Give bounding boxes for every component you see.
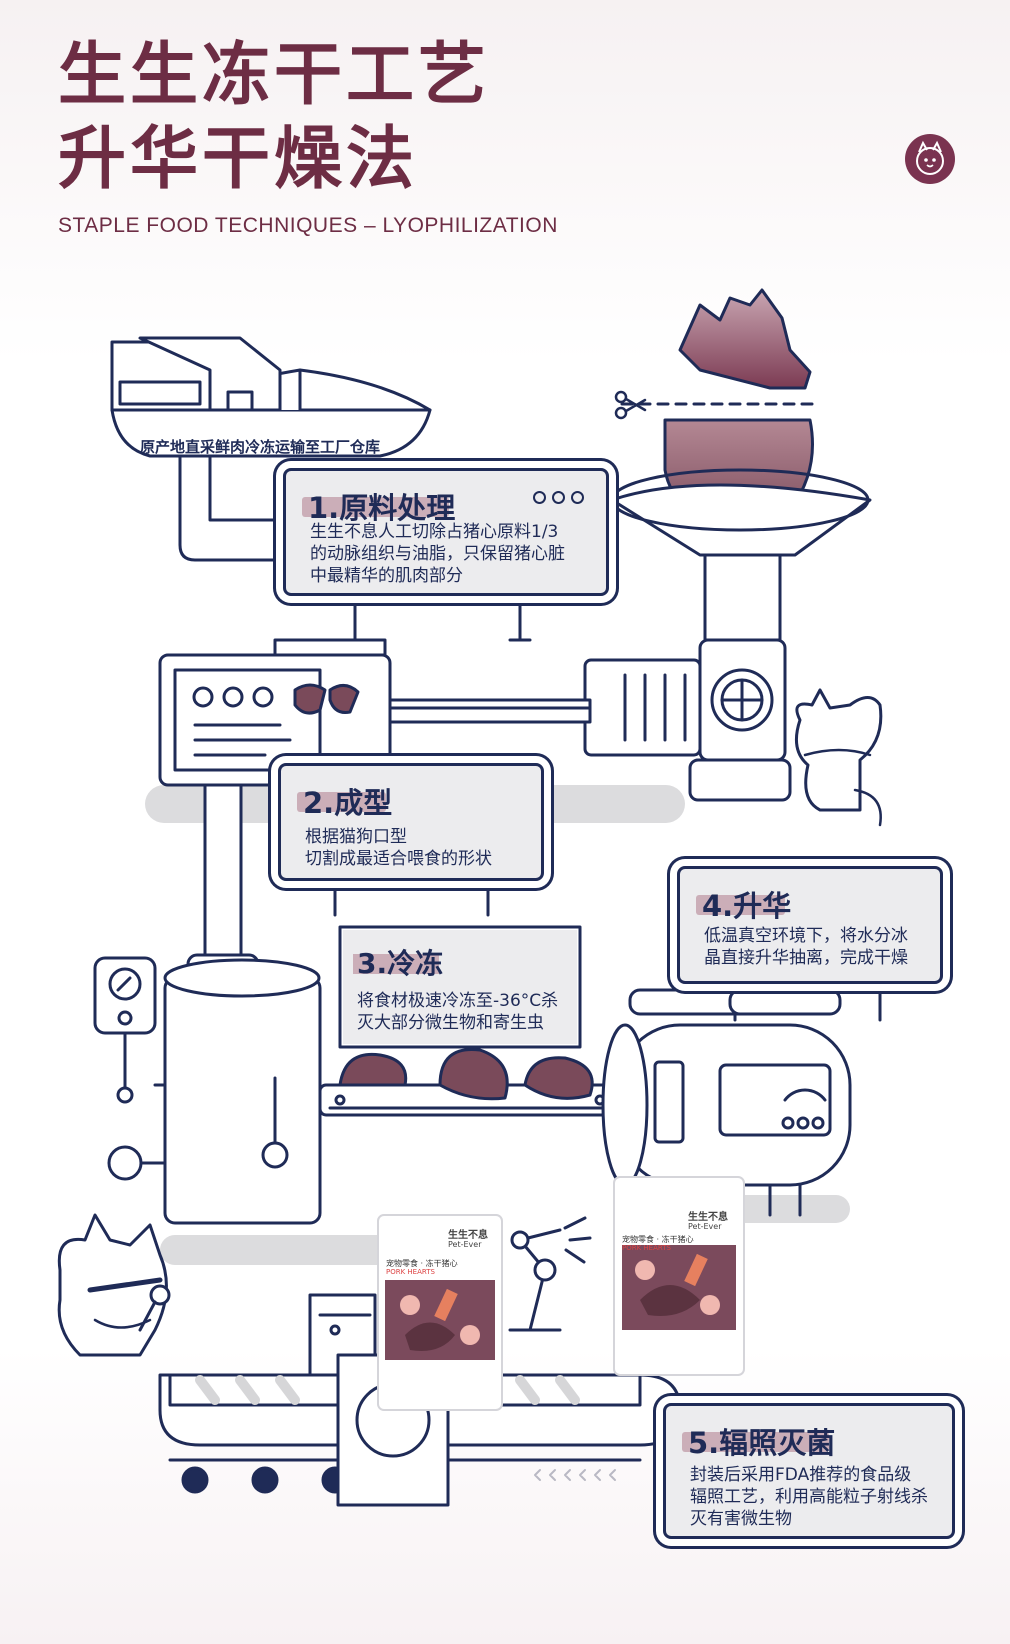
step-4-panel: 4.升华 低温真空环境下，将水分冰晶直接升华抽离，完成干燥 xyxy=(677,866,943,984)
title-line-2: 升华干燥法 xyxy=(58,120,419,199)
package-left xyxy=(377,1214,503,1411)
package-left-brand-en: Pet-Ever xyxy=(448,1240,482,1249)
origin-label: 原产地直采鲜肉冷冻运输至工厂仓库 xyxy=(140,438,381,456)
page-subtitle: STAPLE FOOD TECHNIQUES – LYOPHILIZATION xyxy=(58,214,558,237)
step-2-panel: 2.成型 根据猫狗口型切割成最适合喂食的形状 xyxy=(278,763,544,881)
package-right-product-en: PORK HEARTS xyxy=(622,1244,671,1252)
package-left-product: 宠物零食 · 冻干猪心 xyxy=(386,1259,458,1268)
title-line-1: 生生冻干工艺 xyxy=(58,36,491,115)
step-3-text: 将食材极速冷冻至-36°C杀灭大部分微生物和寄生虫 xyxy=(357,991,559,1033)
step-2-title: 2.成型 xyxy=(297,780,392,822)
package-right-product: 宠物零食 · 冻干猪心 xyxy=(622,1235,694,1244)
step-1-title: 1.原料处理 xyxy=(302,485,455,527)
step-3-panel: 3.冷冻 将食材极速冷冻至-36°C杀灭大部分微生物和寄生虫 xyxy=(343,930,577,1044)
step-2-text: 根据猫狗口型切割成最适合喂食的形状 xyxy=(305,827,492,869)
step-4-title: 4.升华 xyxy=(696,883,791,925)
page-title: 生生冻干工艺 升华干燥法 xyxy=(58,34,490,202)
package-right-brand: 生生不息 xyxy=(688,1212,728,1223)
cat-left xyxy=(57,1213,171,1357)
package-right xyxy=(613,1176,745,1376)
package-right-brand-en: Pet-Ever xyxy=(688,1222,722,1231)
package-left-product-en: PORK HEARTS xyxy=(386,1268,435,1276)
step-3-title: 3.冷冻 xyxy=(353,942,443,982)
step-1-dots-icon xyxy=(527,489,584,508)
step-5-panel: 5.辐照灭菌 封装后采用FDA推荐的食品级辐照工艺，利用高能粒子射线杀灭有害微生… xyxy=(663,1403,955,1539)
brand-logo-icon xyxy=(905,134,955,184)
package-left-brand: 生生不息 xyxy=(448,1230,488,1241)
step-5-title: 5.辐照灭菌 xyxy=(682,1420,835,1462)
cat-right xyxy=(794,688,883,827)
step-4-text: 低温真空环境下，将水分冰晶直接升华抽离，完成干燥 xyxy=(704,926,908,968)
step-5-text: 封装后采用FDA推荐的食品级辐照工艺，利用高能粒子射线杀灭有害微生物 xyxy=(690,1465,928,1529)
warehouse xyxy=(110,336,432,458)
